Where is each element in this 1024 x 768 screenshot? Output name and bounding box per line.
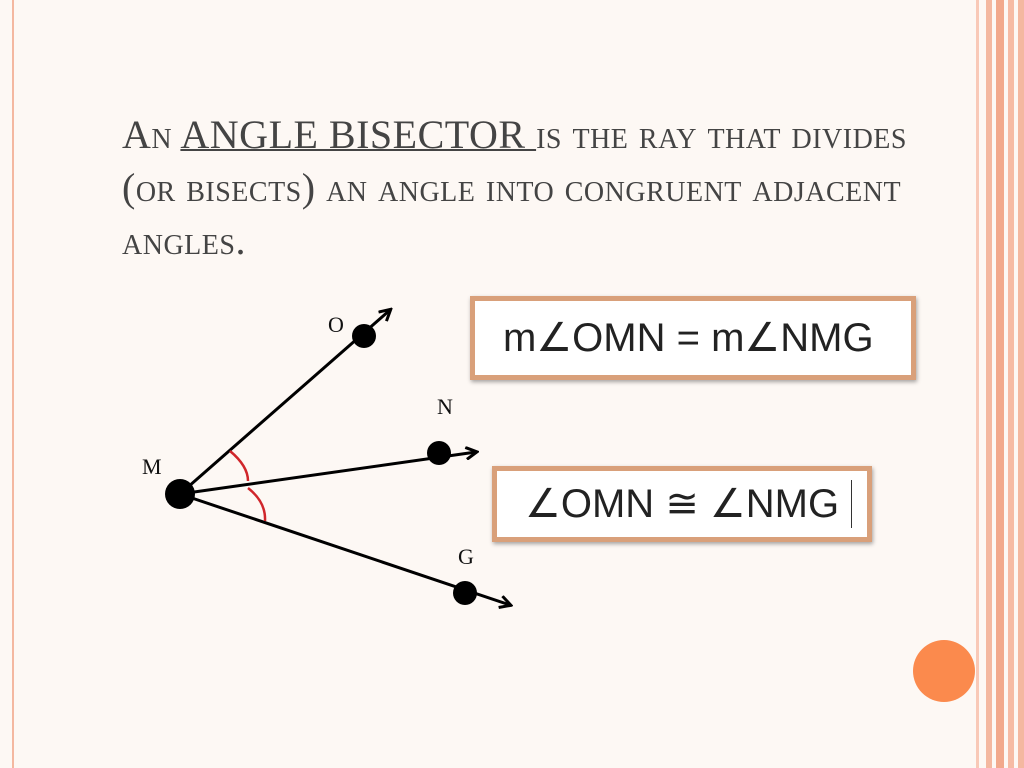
point-o-dot	[352, 324, 376, 348]
point-o-label: O	[328, 312, 344, 337]
point-g-label: G	[458, 544, 474, 569]
point-m-dot	[165, 479, 195, 509]
angle-arc-nmg	[247, 487, 267, 522]
angle-arc-omn	[229, 450, 250, 482]
slide-title: An ANGLE BISECTOR is the ray that divide…	[122, 108, 922, 267]
point-m-label: M	[142, 454, 162, 479]
left-frame-border	[0, 0, 14, 768]
right-frame-stripes	[976, 0, 1024, 768]
ray-mn	[179, 452, 476, 496]
text-cursor	[851, 480, 853, 528]
congruence-equation-box: ∠OMN ≅ ∠NMG	[492, 466, 872, 542]
title-term: ANGLE BISECTOR	[180, 112, 537, 157]
point-n-dot	[427, 441, 451, 465]
congruence-equation: ∠OMN ≅ ∠NMG	[525, 482, 840, 526]
title-prefix: An	[122, 112, 181, 157]
measure-equation: m∠OMN = m∠NMG	[503, 316, 874, 360]
measure-equation-box: m∠OMN = m∠NMG	[470, 296, 916, 380]
point-g-dot	[453, 581, 477, 605]
title-rest: is the ray that divides (or bisects) an …	[122, 112, 907, 263]
accent-circle	[913, 640, 975, 702]
point-n-label: N	[437, 394, 453, 419]
